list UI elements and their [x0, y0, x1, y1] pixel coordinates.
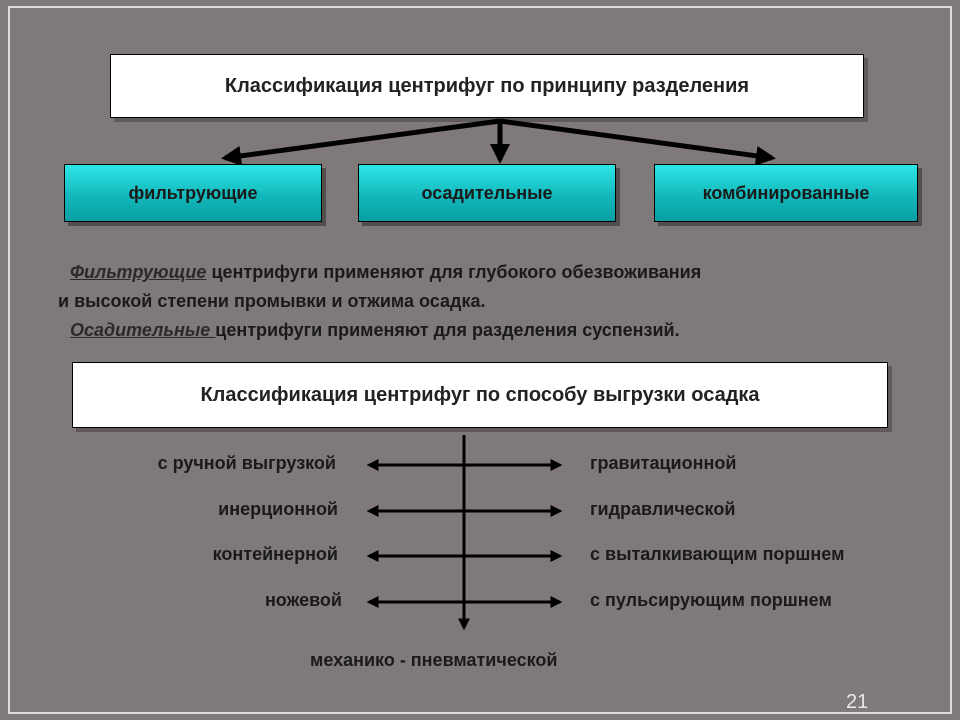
second-title-box: Классификация центрифуг по способу выгру… [72, 362, 888, 428]
bottom-item: механико - пневматической [310, 650, 558, 670]
type-box-sedimentation: осадительные [358, 164, 616, 222]
right-item-3: с выталкивающим поршнем [590, 544, 845, 564]
left-item-1: с ручной выгрузкой [157, 453, 336, 473]
type-box-filtering: фильтрующие [64, 164, 322, 222]
left-item-2: инерционной [218, 499, 338, 519]
branch-arrow-left [221, 118, 501, 166]
sedimentation-term: Осадительные [70, 320, 216, 340]
top-title: Классификация центрифуг по принципу разд… [224, 74, 750, 97]
type-label-filtering: фильтрующие [128, 182, 258, 203]
description-text: Фильтрующие центрифуги применяют для глу… [58, 258, 944, 345]
page-number: 21 [846, 691, 869, 713]
second-title: Классификация центрифуг по способу выгру… [200, 383, 760, 406]
slide-frame [8, 6, 952, 714]
right-item-1: гравитационной [590, 453, 737, 473]
filtering-term: Фильтрующие [70, 262, 207, 282]
left-item-3: контейнерной [212, 544, 338, 564]
type-label-combined: комбинированные [702, 182, 870, 203]
description-line-3: Осадительные центрифуги применяют для ра… [70, 320, 680, 340]
right-item-4: с пульсирующим поршнем [590, 590, 832, 610]
description-line-1: Фильтрующие центрифуги применяют для глу… [70, 262, 702, 282]
branch-arrow-right [499, 118, 776, 166]
type-label-sedimentation: осадительные [421, 182, 553, 203]
right-item-2: гидравлической [590, 499, 736, 519]
description-line-2: и высокой степени промывки и отжима осад… [58, 291, 486, 311]
left-item-4: ножевой [264, 590, 342, 610]
type-box-combined: комбинированные [654, 164, 918, 222]
top-title-box: Классификация центрифуг по принципу разд… [110, 54, 864, 118]
